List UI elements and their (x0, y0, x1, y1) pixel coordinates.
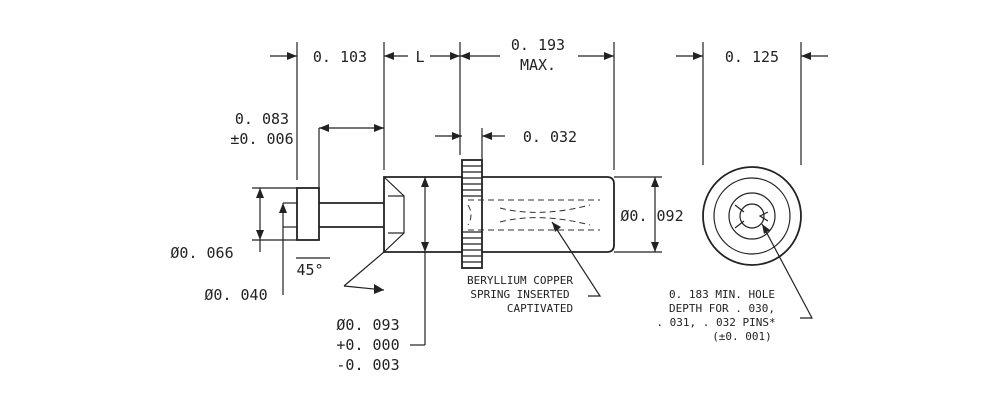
end-spring-slots (734, 204, 769, 229)
note-hole-3: . 031, . 032 PINS* (656, 316, 775, 329)
note-spring-2: SPRING INSERTED (470, 288, 569, 301)
socket-tube (482, 176, 615, 253)
end-view (702, 166, 802, 266)
knurl-ridges (462, 165, 482, 263)
dim-0093-minus: -0. 003 (336, 356, 399, 374)
notes: BERYLLIUM COPPER SPRING INSERTED CAPTIVA… (467, 274, 776, 343)
spring-end (467, 204, 472, 226)
chamfer-lines (383, 176, 405, 253)
dim-0125: 0. 125 (725, 48, 779, 66)
dim-0092: Ø0. 092 (620, 207, 683, 225)
note-spring-3: CAPTIVATED (507, 302, 573, 315)
dim-45-deg: 45° (296, 261, 323, 279)
dimension-lines (252, 42, 828, 346)
end-hole-circle (739, 203, 765, 229)
end-spring-circle (728, 192, 776, 240)
tip-flange (296, 187, 320, 241)
spring-hidden-lines (468, 199, 600, 231)
dimension-labels: 0. 103 L 0. 193 MAX. 0. 125 0. 083 ±0. 0… (170, 36, 779, 374)
dim-0103: 0. 103 (313, 48, 367, 66)
dim-0083-tol: ±0. 006 (230, 130, 293, 148)
spring-contour (499, 204, 591, 226)
dim-L: L (415, 48, 424, 66)
dim-0093-plus: +0. 000 (336, 336, 399, 354)
side-view (283, 159, 615, 269)
knurled-collar (461, 159, 483, 269)
note-hole-4: (±0. 001) (712, 330, 772, 343)
end-outer-circle (702, 166, 802, 266)
dim-0083: 0. 083 (235, 110, 289, 128)
dim-0093: Ø0. 093 (336, 316, 399, 334)
note-spring-1: BERYLLIUM COPPER (467, 274, 573, 287)
dim-0193-max: MAX. (520, 56, 556, 74)
dim-0066: Ø0. 066 (170, 244, 233, 262)
end-mid-circle (713, 177, 791, 255)
note-hole-1: 0. 183 MIN. HOLE (669, 288, 775, 301)
dim-0193: 0. 193 (511, 36, 565, 54)
dim-0040: Ø0. 040 (204, 286, 267, 304)
dim-0032: 0. 032 (523, 128, 577, 146)
note-hole-2: DEPTH FOR . 030, (669, 302, 775, 315)
